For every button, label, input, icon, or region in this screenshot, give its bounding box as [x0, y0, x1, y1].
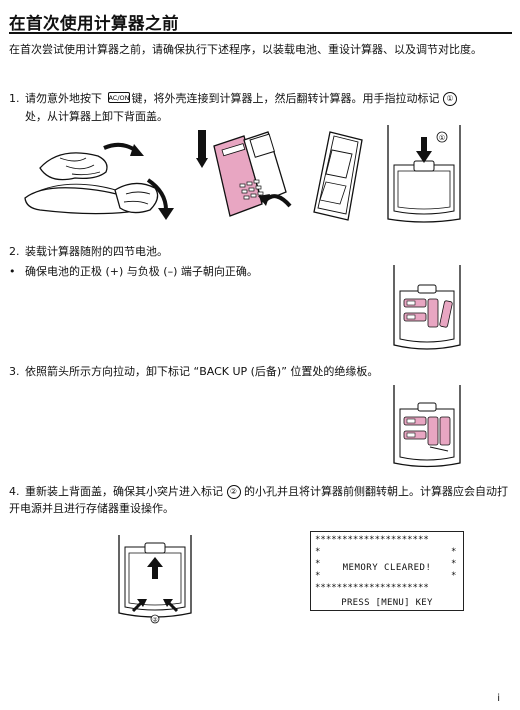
- step-number: 4.: [9, 485, 20, 498]
- step-number: 2.: [9, 245, 20, 258]
- lcd-asterisk-border: ********************* ******************…: [315, 535, 456, 593]
- step-number: 1.: [9, 92, 20, 105]
- lcd-footer: PRESS [MENU] KEY: [341, 598, 433, 608]
- step-1-text-c: 处，从计算器上卸下背面盖。: [25, 109, 168, 123]
- step-3: 3. 依照箭头所示方向拉动，卸下标记 “BACK UP (后备)” 位置处的绝缘板…: [9, 363, 509, 380]
- svg-text:*: *: [451, 559, 456, 569]
- svg-text:*: *: [315, 559, 320, 569]
- svg-text:*: *: [451, 571, 456, 581]
- reattach-cover-illustration: ②: [118, 535, 192, 624]
- step-number: 3.: [9, 365, 20, 378]
- bullet-mark: •: [9, 265, 16, 278]
- mark-2-icon: ②: [226, 485, 241, 499]
- step-2-bullet-text: 确保电池的正极 (+) 与负极 (–) 端子朝向正确。: [25, 265, 258, 278]
- back-cover-removal-illustration: ①: [387, 125, 461, 223]
- svg-text:*********************: *********************: [315, 535, 429, 545]
- step-4-text-a: 重新装上背面盖，确保其小突片进入标记: [25, 485, 223, 498]
- step-3-text: 依照箭头所示方向拉动，卸下标记 “BACK UP (后备)” 位置处的绝缘板。: [25, 365, 379, 378]
- step-4: 4. 重新装上背面盖，确保其小突片进入标记 ② 的小孔并且将计算器前侧翻转朝上。计…: [9, 483, 509, 517]
- step-1-text-a: 请勿意外地按下: [25, 92, 102, 105]
- step4-mark-label: ②: [152, 617, 158, 624]
- remove-insulation-sheet-illustration: [393, 385, 461, 468]
- step-2-bullet: • 确保电池的正极 (+) 与负极 (–) 端子朝向正确。: [9, 263, 379, 280]
- svg-text:*: *: [451, 547, 456, 557]
- ac-on-key-icon: AC/ON: [107, 91, 130, 108]
- page-title: 在首次使用计算器之前: [9, 14, 179, 33]
- ac-on-key-label: AC/ON: [108, 94, 129, 102]
- lcd-message: MEMORY CLEARED!: [342, 563, 432, 573]
- svg-text:*: *: [315, 571, 320, 581]
- calculator-back-illustration: [313, 131, 363, 221]
- battery-install-illustration: [393, 265, 461, 350]
- step-4-text-b: 的小孔并且将计算器前侧翻转朝上。计算器应会自动打开电源并且进行存储器重设操作。: [9, 485, 508, 515]
- page-number: i: [497, 693, 500, 704]
- step-1: 1. 请勿意外地按下 AC/ON 键，将外壳连接到计算器上，然后翻转计算器。用手指…: [9, 90, 509, 125]
- svg-text:*: *: [315, 547, 320, 557]
- lcd-display: ********************* ******************…: [310, 531, 464, 611]
- svg-text:*********************: *********************: [315, 583, 429, 593]
- step-2: 2. 装载计算器随附的四节电池。: [9, 243, 379, 260]
- case-slide-illustration: [196, 130, 292, 217]
- intro-paragraph: 在首次尝试使用计算器之前，请确保执行下述程序，以装载电池、重设计算器、以及调节对…: [9, 43, 482, 56]
- step1-mark-label: ①: [439, 134, 445, 142]
- mark-1-icon: ①: [443, 92, 457, 106]
- hands-attach-case-illustration: [24, 142, 174, 220]
- step-2-text: 装载计算器随附的四节电池。: [25, 245, 168, 258]
- step-1-text-b: 键，将外壳连接到计算器上，然后翻转计算器。用手指拉动标记: [131, 92, 440, 105]
- title-rule: [9, 32, 512, 34]
